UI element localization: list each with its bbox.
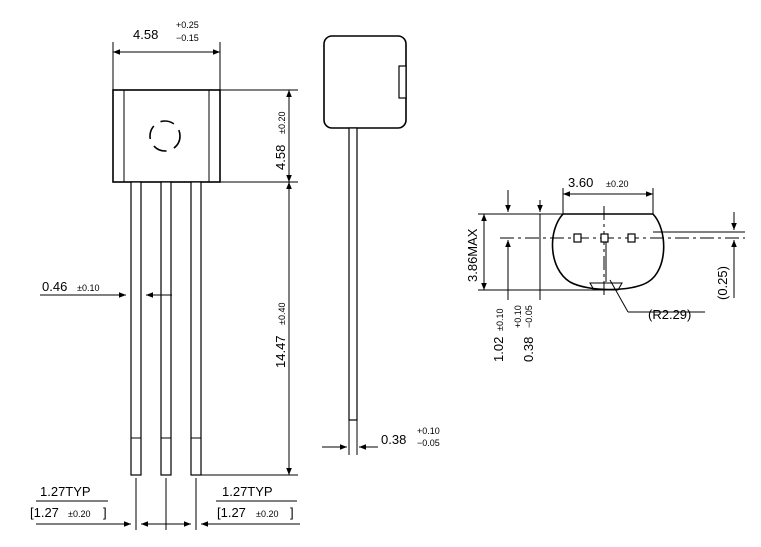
dim-flat-offset: 1.02 ±0.10 bbox=[491, 190, 511, 362]
ejector-mark bbox=[149, 120, 181, 152]
pitch-right-tol: ±0.20 bbox=[256, 509, 278, 519]
lead-thickness-value: 0.38 bbox=[381, 432, 406, 447]
bottom-lead-left bbox=[573, 233, 582, 243]
lead-width-tol: ±0.10 bbox=[77, 283, 99, 293]
dim-lead-offset: 0.38 +0.10 −0.05 bbox=[513, 200, 543, 362]
side-lead bbox=[348, 127, 358, 421]
lead-length-tol: ±0.40 bbox=[277, 303, 287, 325]
flat-offset-tol: ±0.10 bbox=[495, 309, 505, 331]
front-leads bbox=[130, 181, 202, 476]
front-view: 4.58 +0.25 −0.15 4.58 ±0.20 14.47 ±0.40 bbox=[30, 20, 300, 530]
pitch-left-bracket-open: [1.27 bbox=[30, 505, 59, 520]
flat-width-value: 3.60 bbox=[568, 175, 593, 190]
side-body bbox=[323, 35, 407, 129]
lead-thickness-tol-minus: −0.05 bbox=[417, 438, 440, 448]
pitch-left-typ: 1.27TYP bbox=[40, 484, 91, 499]
pitch-right-bracket-close: ] bbox=[290, 505, 294, 520]
side-tab bbox=[398, 65, 407, 99]
lead-width-value: 0.46 bbox=[42, 279, 67, 294]
dim-body-height: 4.58 ±0.20 bbox=[220, 89, 298, 183]
side-view: 0.38 +0.10 −0.05 bbox=[322, 35, 440, 455]
bottom-body-outline bbox=[551, 213, 665, 291]
body-height-value: 4.58 bbox=[273, 145, 288, 170]
front-body bbox=[112, 89, 221, 183]
radius-value: (R2.29) bbox=[648, 307, 691, 322]
lead-offset-value: 0.38 bbox=[521, 337, 536, 362]
dim-clearance: (0.25) bbox=[653, 212, 745, 300]
dim-pitch: 1.27TYP [1.27 ±0.20 ] 1.27TYP [1.27 ±0.2… bbox=[30, 478, 300, 530]
lead-thickness-tol-plus: +0.10 bbox=[417, 426, 440, 436]
body-width-tol-minus: −0.15 bbox=[176, 33, 199, 43]
lead-length-value: 14.47 bbox=[273, 335, 288, 368]
dim-body-width: 4.58 +0.25 −0.15 bbox=[112, 20, 221, 90]
pitch-right-bracket-open: [1.27 bbox=[217, 505, 246, 520]
dim-lead-length: 14.47 ±0.40 bbox=[201, 182, 298, 476]
flat-offset-value: 1.02 bbox=[491, 337, 506, 362]
body-width-tol-plus: +0.25 bbox=[176, 20, 199, 30]
body-width-value: 4.58 bbox=[133, 27, 158, 42]
max-height-value: 3.86MAX bbox=[465, 228, 480, 282]
pitch-left-tol: ±0.20 bbox=[68, 509, 90, 519]
pitch-left-bracket-close: ] bbox=[103, 505, 107, 520]
lead-center bbox=[160, 181, 172, 476]
pitch-right-typ: 1.27TYP bbox=[222, 484, 273, 499]
dim-max-height: 3.86MAX bbox=[465, 213, 594, 291]
bottom-lead-right bbox=[627, 233, 636, 243]
dim-flat-width: 3.60 ±0.20 bbox=[562, 175, 654, 214]
bottom-view: 3.60 ±0.20 3.86MAX 1.02 ±0.10 bbox=[465, 175, 745, 362]
dim-radius: (R2.29) bbox=[609, 279, 705, 322]
lead-left bbox=[130, 181, 142, 476]
bottom-lead-center bbox=[600, 233, 609, 243]
lead-offset-tol-minus: −0.05 bbox=[524, 305, 534, 328]
body-height-tol: ±0.20 bbox=[277, 112, 287, 134]
clearance-value: (0.25) bbox=[715, 266, 730, 300]
dim-lead-thickness: 0.38 +0.10 −0.05 bbox=[322, 420, 440, 455]
lead-offset-tol-plus: +0.10 bbox=[513, 305, 523, 328]
lead-right bbox=[190, 181, 202, 476]
flat-width-tol: ±0.20 bbox=[606, 179, 628, 189]
dim-lead-width: 0.46 ±0.10 bbox=[40, 279, 172, 298]
